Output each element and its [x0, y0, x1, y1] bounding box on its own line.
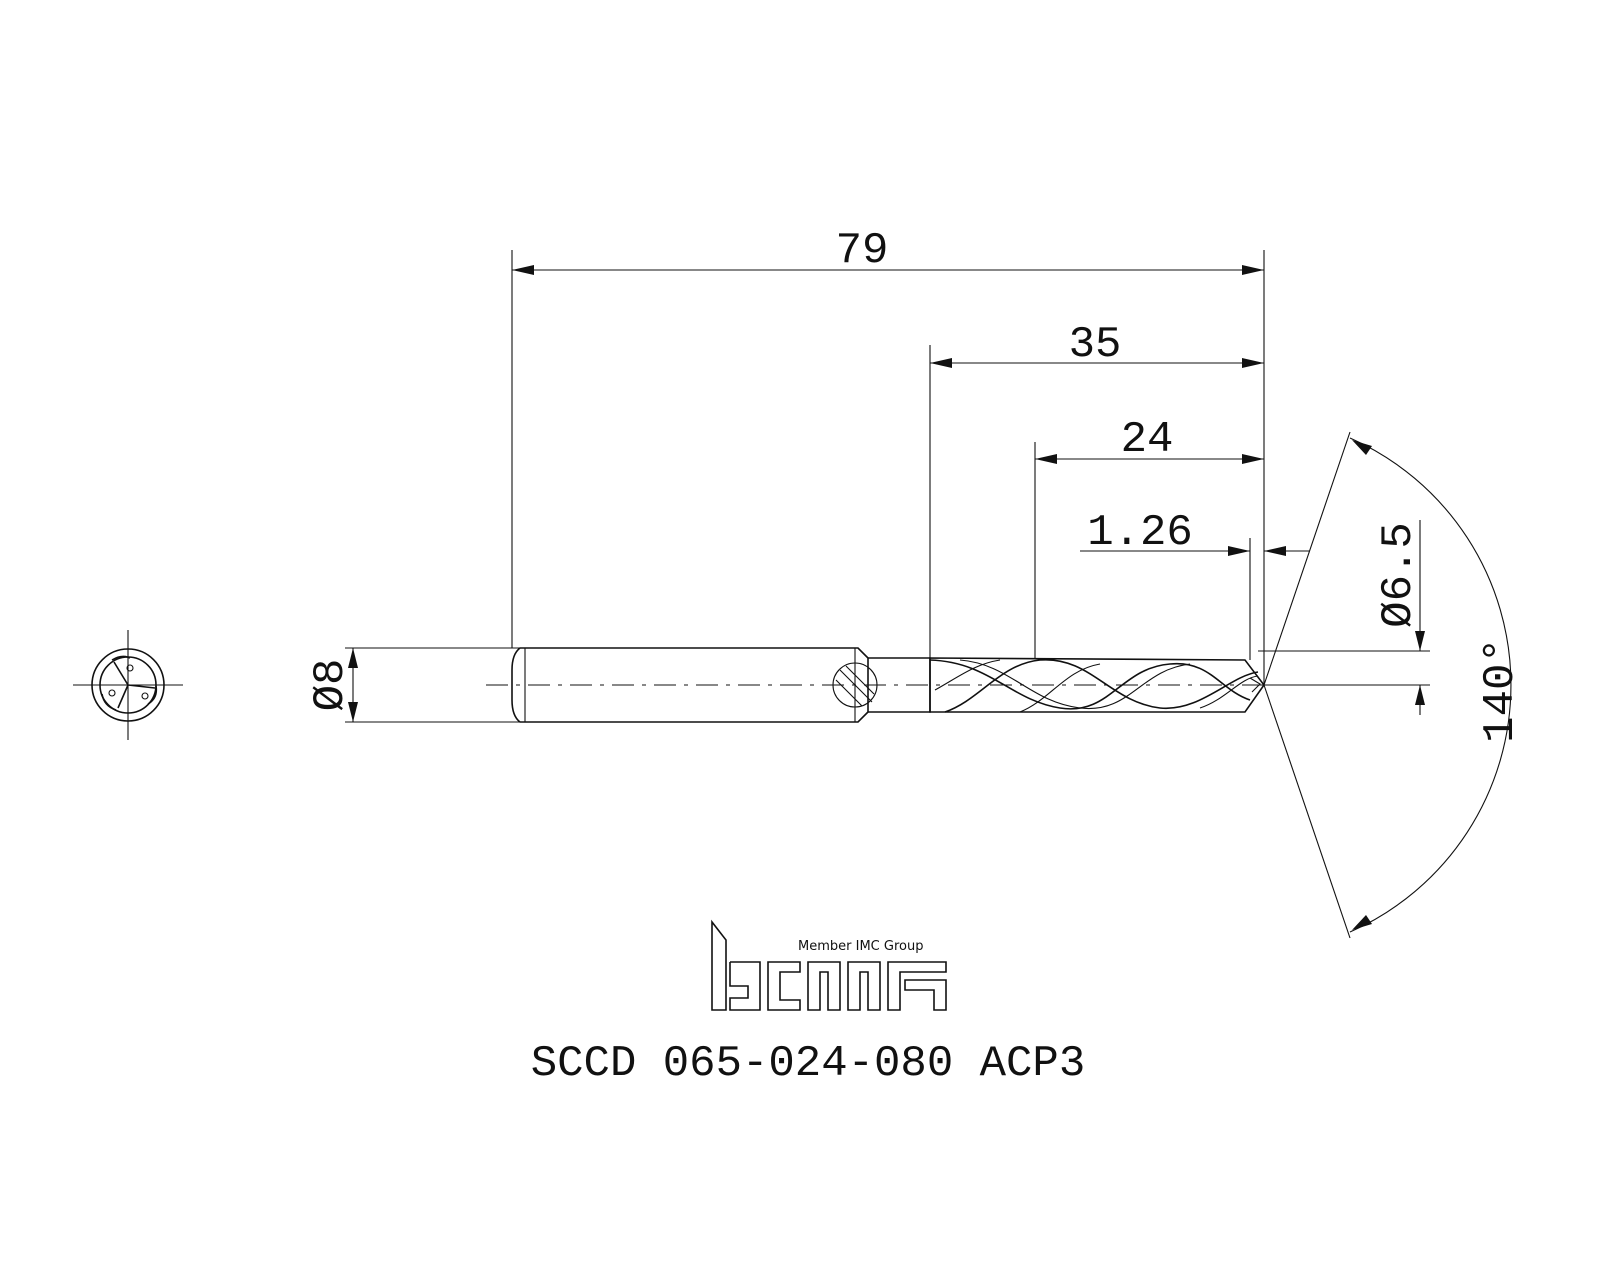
drill-body — [511, 647, 1265, 723]
dim-overall — [512, 265, 1264, 275]
dim-point-label: 1.26 — [1087, 508, 1193, 558]
dim-cutting-diameter — [1415, 520, 1425, 715]
dim-shank-to-tip — [930, 358, 1264, 368]
dim-cutting-diameter-label: Ø6.5 — [1374, 522, 1424, 628]
end-view — [73, 630, 183, 740]
brand-logo — [711, 919, 947, 1011]
logo-tagline: Member IMC Group — [798, 939, 923, 954]
dim-flute-label: 24 — [1121, 415, 1174, 465]
extension-lines — [345, 250, 1430, 723]
dim-shank-to-tip-label: 35 — [1069, 320, 1122, 370]
dim-point — [1080, 546, 1310, 556]
dim-point-angle — [1263, 431, 1512, 939]
dim-shank-diameter-label: Ø8 — [306, 659, 356, 712]
dim-flute — [1035, 454, 1264, 464]
dim-point-angle-label: 140° — [1476, 637, 1526, 743]
part-number: SCCD 065-024-080 ACP3 — [531, 1039, 1086, 1089]
dim-shank-diameter — [348, 648, 358, 722]
dim-overall-label: 79 — [836, 226, 889, 276]
